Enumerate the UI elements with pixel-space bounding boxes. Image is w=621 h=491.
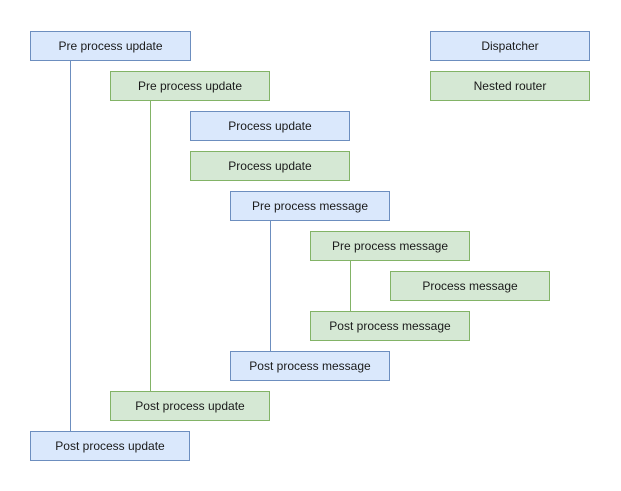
node-box[interactable]: Process update bbox=[190, 111, 350, 141]
node-box[interactable]: Process update bbox=[190, 151, 350, 181]
legend-box[interactable]: Nested router bbox=[430, 71, 590, 101]
connector-pre-message-blue-to-post-message-blue bbox=[270, 221, 271, 351]
node-label: Process update bbox=[228, 119, 312, 133]
node-box[interactable]: Pre process update bbox=[30, 31, 191, 61]
node-label: Post process message bbox=[249, 359, 371, 373]
node-box[interactable]: Post process message bbox=[310, 311, 470, 341]
node-box[interactable]: Pre process message bbox=[310, 231, 470, 261]
node-label: Post process update bbox=[135, 399, 245, 413]
legend-box[interactable]: Dispatcher bbox=[430, 31, 590, 61]
connector-pre-update-blue-to-post-update-blue bbox=[70, 61, 71, 431]
node-box[interactable]: Post process message bbox=[230, 351, 390, 381]
node-label: Post process message bbox=[329, 319, 451, 333]
node-label: Post process update bbox=[55, 439, 165, 453]
node-box[interactable]: Post process update bbox=[110, 391, 270, 421]
node-label: Pre process message bbox=[331, 239, 449, 253]
legend-label: Dispatcher bbox=[481, 39, 539, 53]
node-label: Pre process message bbox=[251, 199, 369, 213]
node-box[interactable]: Process message bbox=[390, 271, 550, 301]
node-box[interactable]: Pre process update bbox=[110, 71, 270, 101]
node-box[interactable]: Pre process message bbox=[230, 191, 390, 221]
node-label: Process update bbox=[228, 159, 312, 173]
legend-label: Nested router bbox=[473, 79, 547, 93]
node-label: Process message bbox=[422, 279, 518, 293]
node-box[interactable]: Post process update bbox=[30, 431, 190, 461]
node-label: Pre process update bbox=[58, 39, 163, 53]
connector-pre-update-green-to-post-update-green bbox=[150, 101, 151, 391]
node-label: Pre process update bbox=[137, 79, 243, 93]
connector-pre-message-green-to-post-message-green bbox=[350, 261, 351, 311]
